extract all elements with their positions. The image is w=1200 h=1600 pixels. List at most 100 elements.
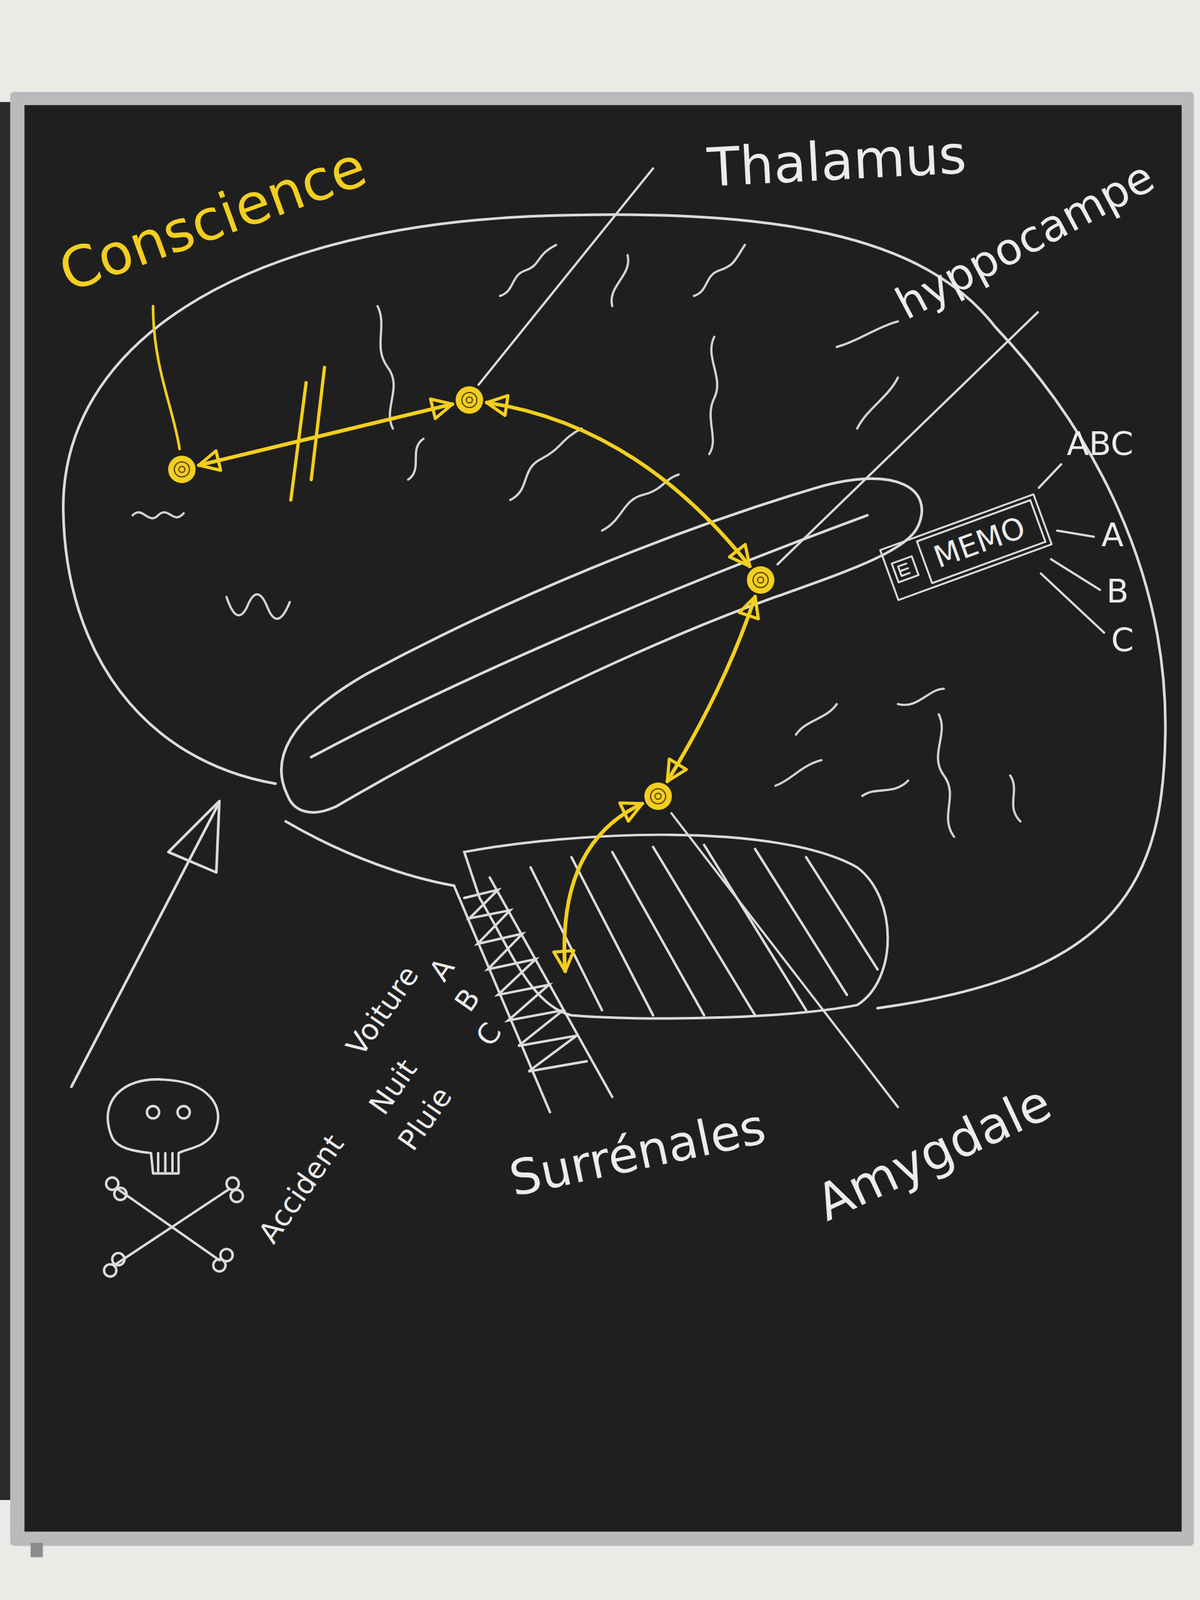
scenario-word: Voiture bbox=[340, 960, 425, 1062]
brain-site-dot: hyppocampe bbox=[746, 566, 775, 594]
blackboard bbox=[30, 1543, 44, 1558]
region-label: Conscience bbox=[51, 135, 374, 304]
skull-symbol bbox=[114, 1187, 127, 1200]
brain-fold bbox=[226, 594, 290, 619]
consciousness-leader bbox=[153, 306, 180, 450]
scenario-letter: B bbox=[448, 983, 487, 1018]
region-label: Surrénales bbox=[505, 1100, 770, 1207]
brain-fold bbox=[500, 245, 557, 297]
brain-fold bbox=[709, 336, 718, 455]
brain-outline bbox=[311, 515, 868, 757]
brain-fold bbox=[1010, 775, 1020, 822]
drawer-handle bbox=[891, 556, 919, 583]
brain-fold bbox=[898, 688, 944, 705]
skull-symbol bbox=[117, 1188, 220, 1260]
danger-arrow bbox=[71, 801, 220, 1087]
brain-fold bbox=[377, 306, 394, 429]
brain-outline bbox=[63, 214, 1165, 1009]
brain-fold bbox=[510, 428, 582, 500]
blackboard bbox=[24, 105, 1182, 1532]
skull-symbol bbox=[146, 1106, 160, 1119]
leader-line bbox=[1051, 559, 1100, 590]
blackboard bbox=[10, 91, 1194, 1547]
drawer-frame bbox=[880, 493, 1052, 600]
cerebellum bbox=[653, 846, 755, 1015]
dot-swirl bbox=[757, 576, 764, 584]
brain-fold bbox=[938, 714, 955, 837]
region-label: Amygdale bbox=[808, 1075, 1060, 1232]
memo-drawer: MEMO bbox=[878, 492, 1053, 602]
consciousness-leader bbox=[153, 306, 180, 450]
chalk-arrow bbox=[667, 596, 756, 782]
brain-fold bbox=[693, 245, 745, 297]
brain-fold bbox=[836, 321, 899, 347]
leader-line bbox=[1038, 464, 1062, 489]
danger-arrow bbox=[71, 806, 217, 1087]
leader-line bbox=[478, 168, 654, 385]
dot-graphic bbox=[168, 455, 196, 484]
brain-fold bbox=[856, 377, 898, 429]
cerebellum bbox=[806, 856, 878, 970]
leader-line bbox=[1056, 530, 1094, 537]
blackboard bbox=[0, 91, 1194, 1557]
memory-label: ABC bbox=[1066, 426, 1134, 462]
scenario-letter: C bbox=[470, 1016, 508, 1052]
chalk-arrow bbox=[198, 404, 453, 466]
brain-stem bbox=[464, 890, 587, 1072]
scenario-word: Accident bbox=[252, 1128, 350, 1249]
drawer-front bbox=[916, 500, 1046, 584]
brain-fold bbox=[408, 438, 424, 480]
brain-fold bbox=[132, 245, 1020, 837]
skull-symbol bbox=[220, 1248, 234, 1262]
dot-swirl bbox=[655, 793, 662, 800]
dot-graphic bbox=[746, 566, 775, 594]
dot-swirl bbox=[461, 392, 477, 408]
brain-fold bbox=[795, 704, 837, 735]
cerebellum bbox=[464, 835, 889, 1019]
dot-swirl bbox=[650, 788, 666, 804]
memory-label: A bbox=[1101, 517, 1124, 554]
memory-label: B bbox=[1106, 573, 1129, 610]
brain-site-dot: Conscience bbox=[168, 455, 196, 484]
brain-outline bbox=[63, 214, 1165, 1009]
danger-arrow bbox=[168, 801, 220, 873]
brain-site-dot: Amygdale bbox=[644, 782, 672, 810]
dot-fill bbox=[168, 455, 196, 484]
brain-outline bbox=[285, 821, 454, 886]
skull-symbol bbox=[112, 1253, 125, 1266]
adrenal-gland-zone: Surrénales bbox=[531, 975, 607, 1069]
skull-symbol bbox=[226, 1177, 239, 1190]
skull-symbol bbox=[107, 1079, 219, 1174]
cerebellum bbox=[755, 848, 847, 995]
dot-swirl bbox=[466, 396, 473, 404]
dot-swirl bbox=[174, 461, 190, 477]
leader-line bbox=[478, 168, 1105, 1107]
chalk-arrow bbox=[564, 803, 643, 972]
dot-swirl bbox=[178, 466, 185, 473]
dot-graphic bbox=[644, 782, 672, 810]
chalk-arrow bbox=[486, 402, 750, 567]
region-label: Thalamus bbox=[706, 125, 969, 197]
cerebellum bbox=[571, 856, 654, 1015]
dot-swirl bbox=[753, 572, 769, 588]
skull-symbol bbox=[177, 1106, 190, 1119]
skull-symbol bbox=[104, 1264, 117, 1277]
leader-line bbox=[671, 813, 898, 1107]
barrier-mark bbox=[311, 367, 325, 480]
dot-fill bbox=[455, 386, 484, 414]
memory-label: C bbox=[1111, 622, 1134, 659]
skull-symbol bbox=[114, 1188, 230, 1265]
brain-fold bbox=[132, 512, 184, 519]
brain-site-dot: Thalamus bbox=[455, 386, 484, 414]
skull-symbol bbox=[158, 1153, 173, 1172]
dot-fill bbox=[644, 782, 672, 810]
barrier-mark bbox=[290, 367, 325, 500]
brain-fold bbox=[862, 780, 909, 796]
brain-outline bbox=[281, 478, 922, 813]
brain-fold bbox=[775, 760, 822, 786]
skull-symbol bbox=[104, 1079, 244, 1277]
dot-fill bbox=[746, 566, 775, 594]
